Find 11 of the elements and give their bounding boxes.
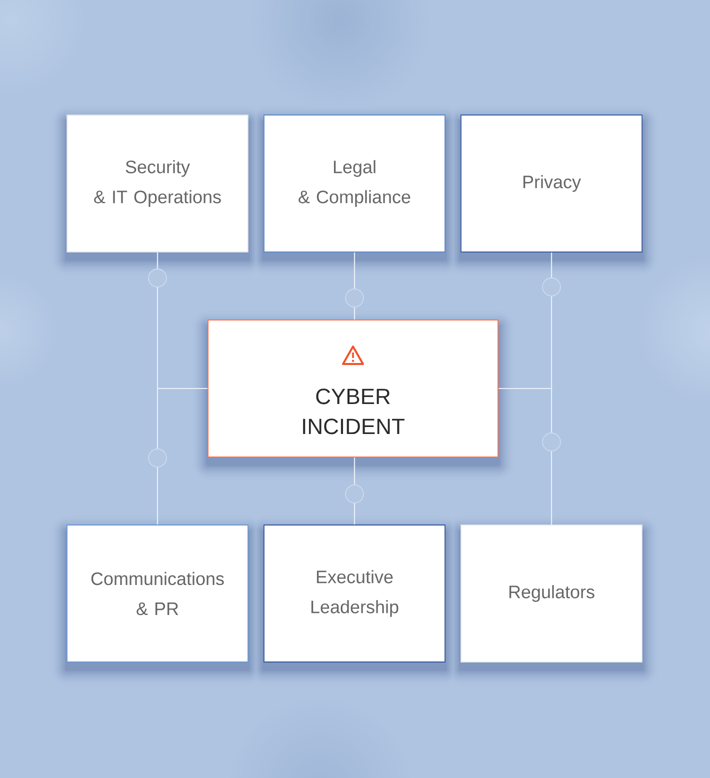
connector-line [354,252,356,320]
incident-box: CYBER INCIDENT [208,320,498,458]
department-box: Communications & PR [66,524,248,662]
department-box: Legal & Compliance [264,114,446,252]
department-box: Security & IT Operations [66,114,248,252]
department-box: Privacy [460,114,642,252]
connector-line [354,458,356,525]
connector-line [156,388,208,525]
department-box: Executive Leadership [264,524,446,662]
department-box: Regulators [460,524,642,662]
connector-line [498,388,552,525]
